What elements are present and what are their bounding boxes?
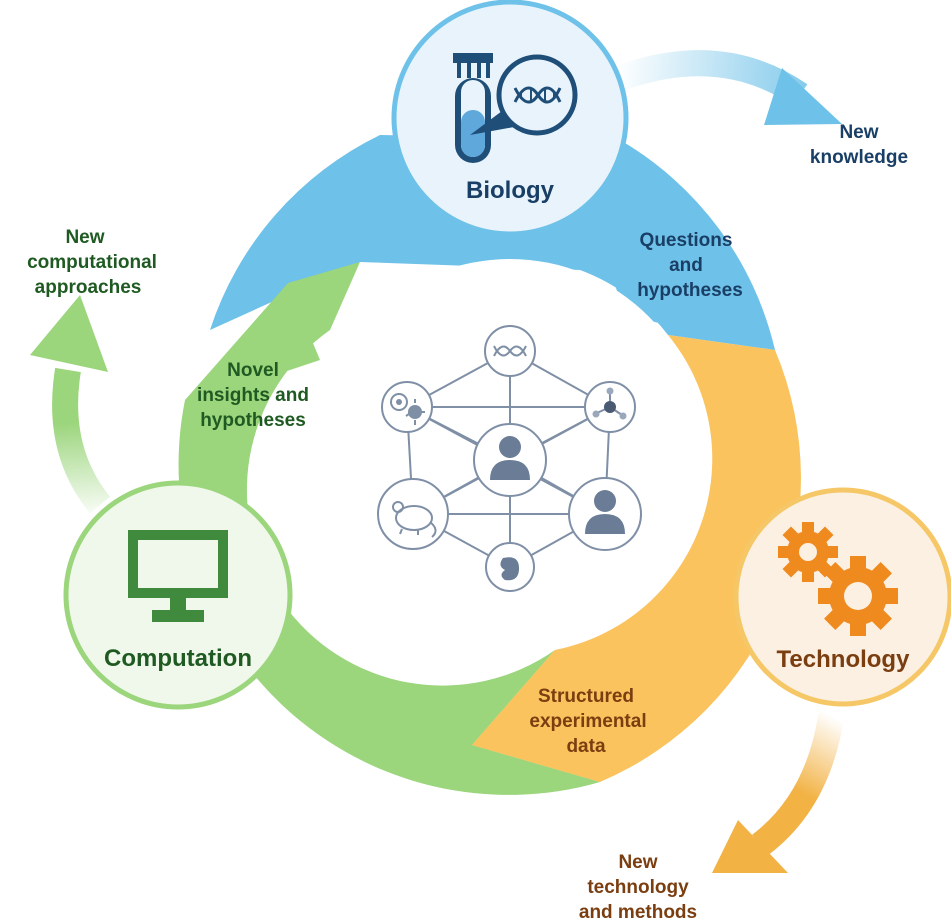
person-icon bbox=[473, 423, 547, 497]
svg-text:experimental: experimental bbox=[529, 711, 646, 732]
output-label-knowledge: New knowledge bbox=[810, 122, 908, 168]
output-arrow-knowledge bbox=[610, 50, 842, 125]
svg-text:data: data bbox=[566, 736, 606, 757]
svg-text:New: New bbox=[618, 852, 657, 873]
output-arrow-technology bbox=[712, 708, 845, 873]
cycle-ring bbox=[178, 135, 801, 795]
svg-text:hypotheses: hypotheses bbox=[637, 280, 743, 301]
computation-label: Computation bbox=[104, 645, 252, 672]
svg-text:New: New bbox=[839, 122, 878, 143]
node-biology: Biology bbox=[391, 0, 629, 237]
network-nodes bbox=[377, 325, 642, 592]
svg-text:computational: computational bbox=[27, 252, 157, 273]
monitor-icon bbox=[128, 530, 228, 622]
output-arrow-computational bbox=[30, 295, 111, 514]
node-computation: Computation bbox=[63, 480, 293, 710]
svg-text:New: New bbox=[65, 227, 104, 248]
flow-arrowhead-structured bbox=[472, 650, 600, 782]
flow-label-questions: Questions and hypotheses bbox=[637, 230, 743, 301]
svg-text:hypotheses: hypotheses bbox=[200, 410, 306, 431]
svg-text:Novel: Novel bbox=[227, 360, 279, 381]
test-tube-dna-icon bbox=[453, 53, 578, 163]
svg-text:Structured: Structured bbox=[538, 686, 634, 707]
biology-label: Biology bbox=[466, 177, 555, 204]
output-label-technology: New technology and methods bbox=[579, 852, 697, 922]
flow-label-insights: Novel insights and hypotheses bbox=[197, 360, 309, 431]
svg-text:technology: technology bbox=[587, 877, 689, 898]
svg-text:approaches: approaches bbox=[35, 277, 142, 298]
ring-sector-computation-green bbox=[178, 262, 600, 795]
svg-text:Questions: Questions bbox=[640, 230, 733, 251]
output-label-computational: New computational approaches bbox=[27, 227, 157, 298]
flow-arrowhead-insights bbox=[185, 283, 320, 405]
svg-text:insights and: insights and bbox=[197, 385, 309, 406]
person-icon bbox=[568, 477, 642, 551]
molecule-icon bbox=[584, 381, 636, 433]
flow-label-structured: Structured experimental data bbox=[529, 686, 646, 757]
dna-icon bbox=[484, 325, 536, 377]
technology-label: Technology bbox=[777, 646, 911, 673]
svg-text:knowledge: knowledge bbox=[810, 147, 908, 168]
mouse-icon bbox=[377, 478, 449, 550]
cell-icon bbox=[381, 381, 433, 433]
embryo-icon bbox=[485, 542, 535, 592]
svg-text:and: and bbox=[669, 255, 703, 276]
node-technology: Technology bbox=[733, 487, 951, 707]
gears-icon bbox=[778, 522, 898, 636]
svg-text:and methods: and methods bbox=[579, 902, 697, 922]
